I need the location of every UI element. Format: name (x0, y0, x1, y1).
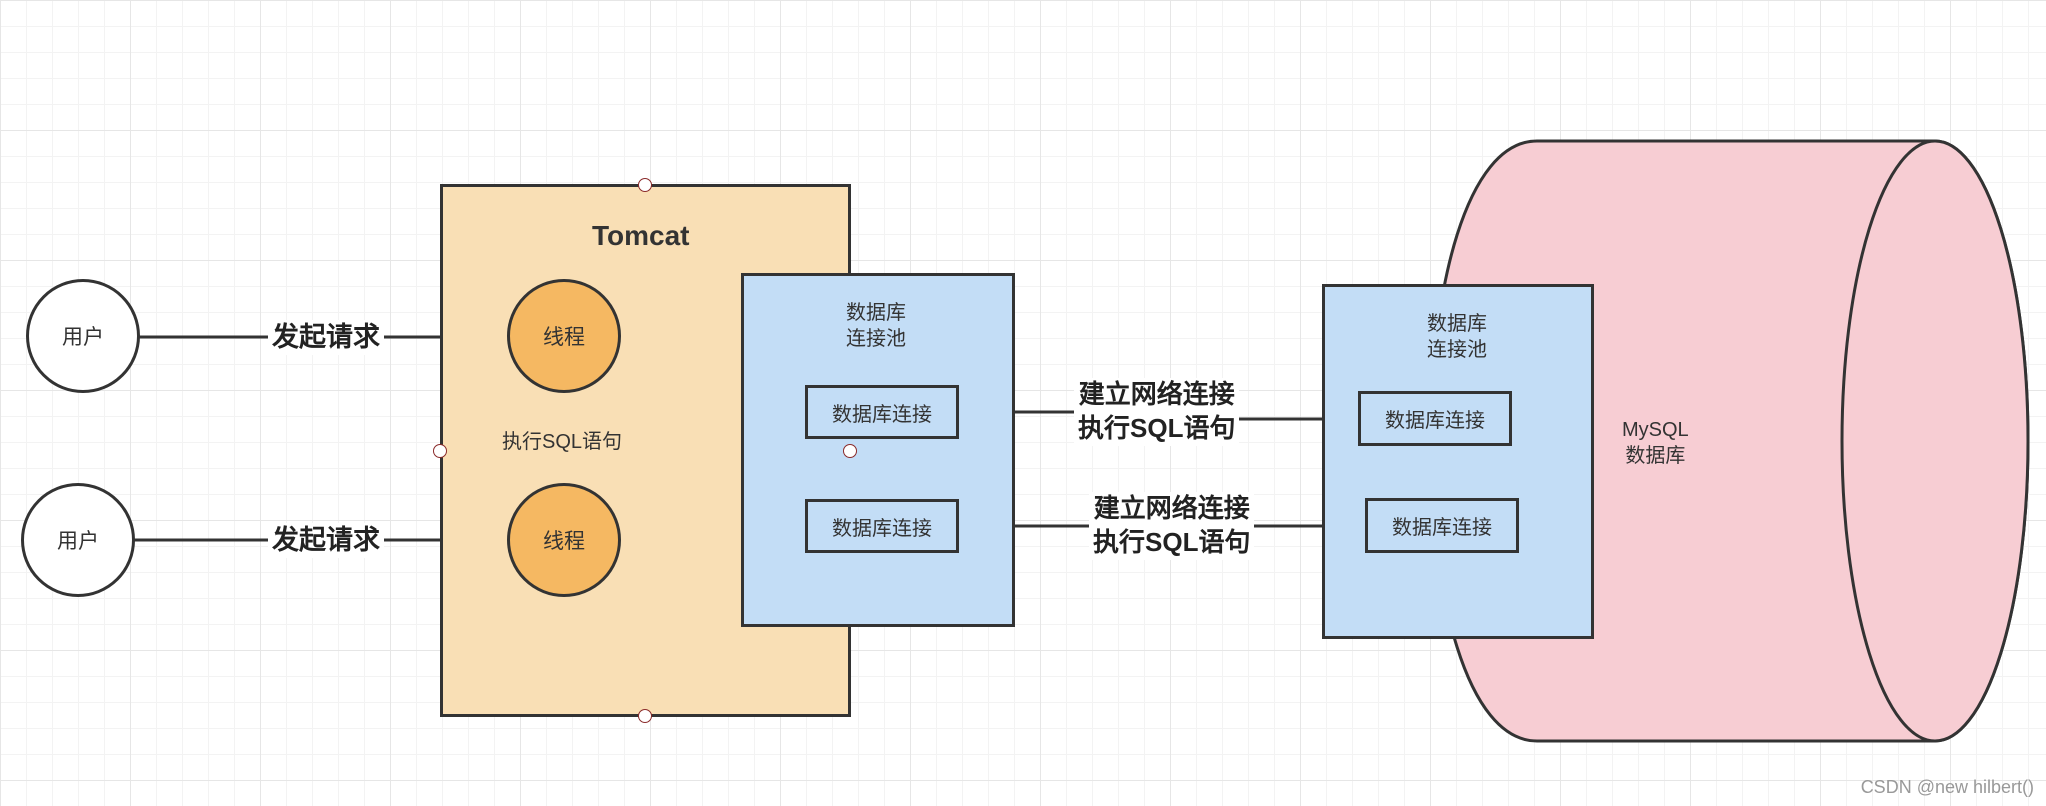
resize-handle-top[interactable] (638, 178, 652, 192)
edge-label-network-1: 建立网络连接 执行SQL语句 (1074, 378, 1240, 446)
mysql-label: MySQL 数据库 (1622, 419, 1689, 467)
edge-label-request-2: 发起请求 (268, 523, 384, 559)
watermark: CSDN @new hilbert() (1860, 777, 2034, 797)
user-node-1[interactable]: 用户 (26, 279, 140, 393)
edge-label-network-2: 建立网络连接 执行SQL语句 (1089, 492, 1255, 560)
edge-label-request-1: 发起请求 (268, 320, 384, 356)
tomcat-inner-label: 执行SQL语句 (502, 431, 623, 453)
cylinder-face (1840, 139, 2030, 743)
thread-node-1[interactable]: 线程 (507, 279, 621, 393)
app-pool-title: 数据库 连接池 (846, 302, 906, 350)
app-connection-pool[interactable] (741, 273, 1015, 627)
app-db-connection-2[interactable]: 数据库连接 (805, 499, 959, 553)
tomcat-title: Tomcat (592, 220, 690, 251)
user-node-2[interactable]: 用户 (21, 483, 135, 597)
db-pool-title: 数据库 连接池 (1427, 313, 1487, 361)
app-db-connection-1[interactable]: 数据库连接 (805, 385, 959, 439)
db-connection-pool[interactable] (1322, 284, 1594, 639)
resize-handle-right[interactable] (843, 444, 857, 458)
db-connection-1[interactable]: 数据库连接 (1358, 391, 1512, 446)
db-connection-2[interactable]: 数据库连接 (1365, 498, 1519, 553)
resize-handle-bottom[interactable] (638, 709, 652, 723)
resize-handle-left[interactable] (433, 444, 447, 458)
thread-node-2[interactable]: 线程 (507, 483, 621, 597)
